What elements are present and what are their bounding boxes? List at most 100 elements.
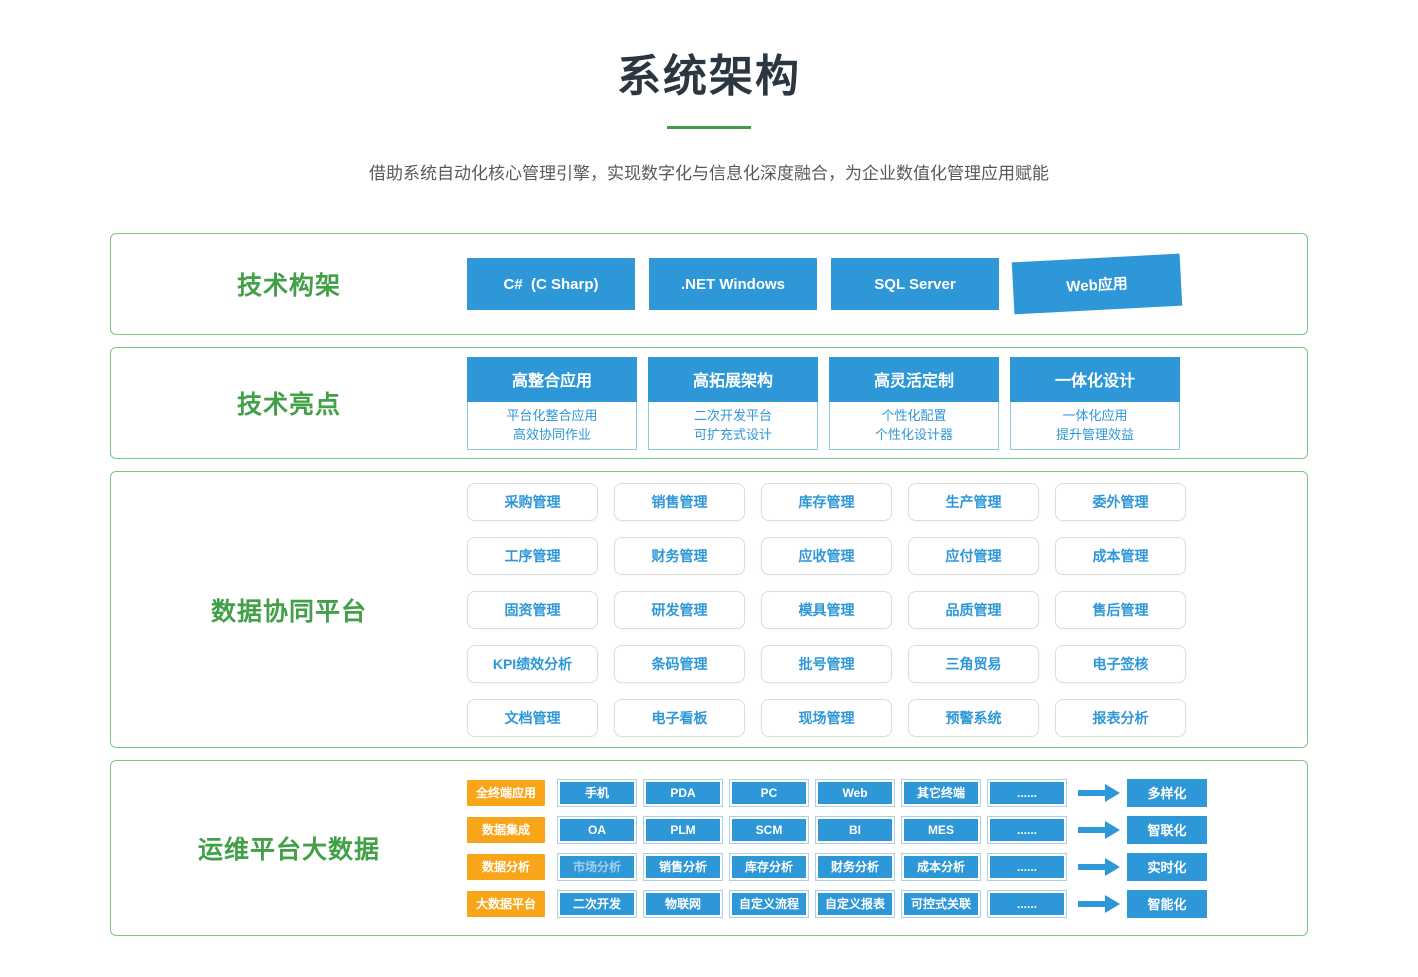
ops-cell: 库存分析: [729, 852, 809, 881]
ops-row-analysis: 数据分析 市场分析 销售分析 库存分析 财务分析 成本分析 ...... 实时化: [467, 852, 1207, 881]
ops-cell: 可控式关联: [901, 889, 981, 918]
ops-cell: 其它终端: [901, 778, 981, 807]
ops-cell: 自定义流程: [729, 889, 809, 918]
ops-result: 实时化: [1127, 852, 1207, 881]
module-batch: 批号管理: [761, 644, 892, 683]
section-label-tech-framework: 技术构架: [236, 272, 341, 300]
ops-cell: 二次开发: [557, 889, 637, 918]
ops-cell: PDA: [643, 778, 723, 807]
section-tech-framework: 技术构架 C# (C Sharp) .NET Windows SQL Serve…: [110, 233, 1308, 335]
section-data-platform: 数据协同平台 采购管理 销售管理 库存管理 生产管理 委外管理 工序管理 财务管…: [110, 471, 1308, 748]
highlight-card-title: 高灵活定制: [829, 356, 999, 402]
module-receivable: 应收管理: [761, 536, 892, 575]
module-kpi: KPI绩效分析: [467, 644, 598, 683]
ops-cell: PC: [729, 778, 809, 807]
page: 系统架构 借助系统自动化核心管理引擎，实现数字化与信息化深度融合，为企业数值化管…: [110, 52, 1308, 936]
ops-result: 智联化: [1127, 815, 1207, 844]
ops-cell: SCM: [729, 815, 809, 844]
ops-row-integration: 数据集成 OA PLM SCM BI MES ...... 智联化: [467, 815, 1207, 844]
tech-item-csharp: C# (C Sharp): [467, 258, 635, 310]
module-triangle-trade: 三角贸易: [908, 644, 1039, 683]
highlight-card: 高整合应用 平台化整合应用 高效协同作业: [467, 356, 637, 450]
highlight-card-title: 一体化设计: [1010, 356, 1180, 402]
ops-cell: OA: [557, 815, 637, 844]
ops-cell: 财务分析: [815, 852, 895, 881]
ops-result: 多样化: [1127, 778, 1207, 807]
tech-item-sql-server: SQL Server: [831, 258, 999, 310]
ops-cell: PLM: [643, 815, 723, 844]
ops-row-bigdata: 大数据平台 二次开发 物联网 自定义流程 自定义报表 可控式关联 ...... …: [467, 889, 1207, 918]
module-mold: 模具管理: [761, 590, 892, 629]
highlight-line: 提升管理效益: [1055, 426, 1134, 442]
module-alert: 预警系统: [908, 698, 1039, 737]
ops-cell: 物联网: [643, 889, 723, 918]
module-outsourcing: 委外管理: [1055, 482, 1186, 521]
ops-result: 智能化: [1127, 889, 1207, 918]
ops-cell: ......: [987, 815, 1067, 844]
highlight-line: 个性化配置: [881, 407, 947, 423]
ops-cell: BI: [815, 815, 895, 844]
section-label-data-platform: 数据协同平台: [210, 597, 367, 626]
highlight-card-body: 一体化应用 提升管理效益: [1010, 401, 1180, 450]
highlight-card-body: 个性化配置 个性化设计器: [829, 401, 999, 450]
ops-cell: 市场分析: [557, 852, 637, 881]
highlight-line: 一体化应用: [1062, 407, 1128, 423]
highlight-card-title: 高整合应用: [467, 356, 637, 402]
section-ops-platform: 运维平台大数据 全终端应用 手机 PDA PC Web 其它终端 ...... …: [110, 760, 1308, 936]
ops-cell: MES: [901, 815, 981, 844]
ops-category: 全终端应用: [467, 779, 545, 806]
ops-cell: Web: [815, 778, 895, 807]
module-document: 文档管理: [467, 698, 598, 737]
ops-cell: ......: [987, 889, 1067, 918]
module-quality: 品质管理: [908, 590, 1039, 629]
ops-category: 大数据平台: [467, 890, 545, 917]
highlight-card-body: 二次开发平台 可扩充式设计: [648, 401, 818, 450]
tech-item-dotnet-windows: .NET Windows: [649, 258, 817, 310]
module-esign: 电子签核: [1055, 644, 1186, 683]
right-arrow-icon: [1078, 894, 1120, 913]
module-purchase: 采购管理: [467, 482, 598, 521]
module-finance: 财务管理: [614, 536, 745, 575]
ops-cell: 自定义报表: [815, 889, 895, 918]
tech-item-web-app: Web应用: [1011, 253, 1183, 315]
right-arrow-icon: [1078, 783, 1120, 802]
page-title: 系统架构: [617, 52, 801, 101]
tech-framework-items: C# (C Sharp) .NET Windows SQL Server Web…: [467, 253, 1183, 315]
module-production: 生产管理: [908, 482, 1039, 521]
section-tech-highlights: 技术亮点 高整合应用 平台化整合应用 高效协同作业 高拓展架构 二次开发平台 可…: [110, 347, 1308, 459]
ops-cell: 手机: [557, 778, 637, 807]
highlight-line: 高效协同作业: [512, 426, 591, 442]
page-subtitle: 借助系统自动化核心管理引擎，实现数字化与信息化深度融合，为企业数值化管理应用赋能: [369, 164, 1049, 183]
highlight-line: 可扩充式设计: [693, 426, 772, 442]
module-fixed-assets: 固资管理: [467, 590, 598, 629]
module-onsite: 现场管理: [761, 698, 892, 737]
ops-row-terminals: 全终端应用 手机 PDA PC Web 其它终端 ...... 多样化: [467, 778, 1207, 807]
section-label-ops-platform: 运维平台大数据: [197, 836, 380, 864]
module-grid: 采购管理 销售管理 库存管理 生产管理 委外管理 工序管理 财务管理 应收管理 …: [467, 482, 1186, 737]
module-report: 报表分析: [1055, 698, 1186, 737]
highlight-line: 二次开发平台: [693, 407, 772, 423]
module-inventory: 库存管理: [761, 482, 892, 521]
highlight-card: 一体化设计 一体化应用 提升管理效益: [1010, 356, 1180, 450]
highlight-cards: 高整合应用 平台化整合应用 高效协同作业 高拓展架构 二次开发平台 可扩充式设计…: [467, 356, 1180, 450]
module-process: 工序管理: [467, 536, 598, 575]
module-barcode: 条码管理: [614, 644, 745, 683]
ops-category: 数据分析: [467, 853, 545, 880]
title-divider: [667, 126, 751, 129]
highlight-line: 个性化设计器: [874, 426, 953, 442]
right-arrow-icon: [1078, 820, 1120, 839]
ops-cell: ......: [987, 778, 1067, 807]
ops-cell: 成本分析: [901, 852, 981, 881]
highlight-card: 高拓展架构 二次开发平台 可扩充式设计: [648, 356, 818, 450]
highlight-card-title: 高拓展架构: [648, 356, 818, 402]
module-cost: 成本管理: [1055, 536, 1186, 575]
module-kanban: 电子看板: [614, 698, 745, 737]
highlight-card-body: 平台化整合应用 高效协同作业: [467, 401, 637, 450]
section-label-tech-highlights: 技术亮点: [236, 391, 341, 419]
module-sales: 销售管理: [614, 482, 745, 521]
right-arrow-icon: [1078, 857, 1120, 876]
ops-category: 数据集成: [467, 816, 545, 843]
module-after-sales: 售后管理: [1055, 590, 1186, 629]
ops-cell: ......: [987, 852, 1067, 881]
highlight-line: 平台化整合应用: [506, 407, 598, 423]
